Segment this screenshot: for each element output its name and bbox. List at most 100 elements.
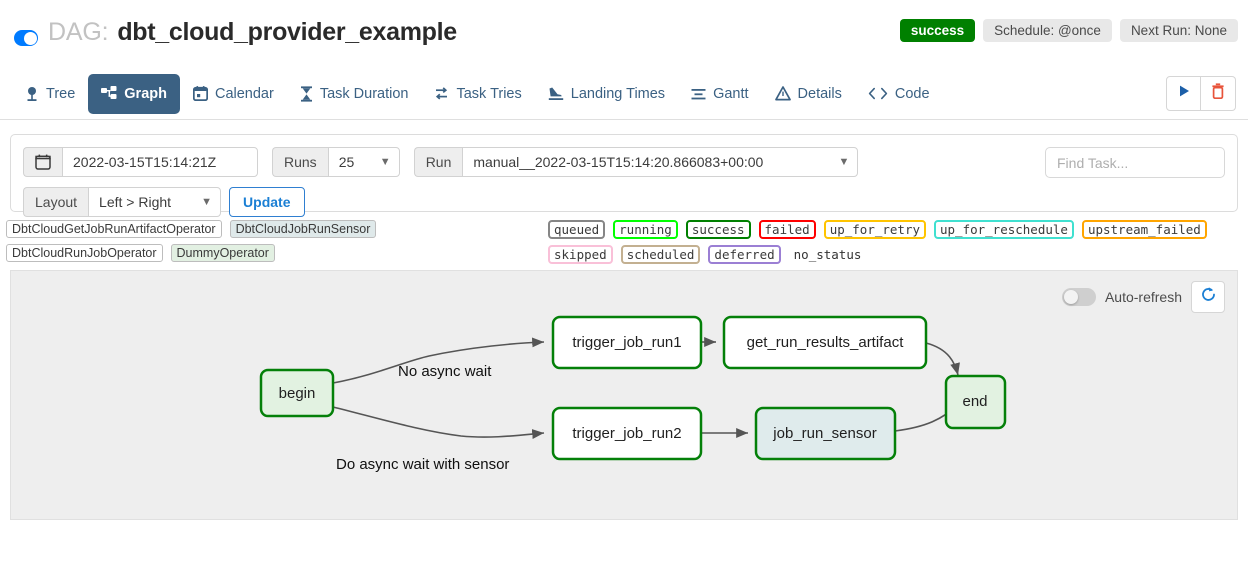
tab-label: Details bbox=[797, 85, 842, 102]
legend-state-scheduled[interactable]: scheduled bbox=[620, 245, 701, 264]
chevron-down-icon: ▼ bbox=[201, 195, 213, 208]
legend-state-upstream-failed[interactable]: upstream_failed bbox=[1081, 220, 1207, 239]
runs-select[interactable]: 25 ▼ bbox=[327, 147, 400, 177]
dag-graph-canvas[interactable]: Auto-refresh No async wait Do async wait… bbox=[10, 270, 1238, 520]
landing-icon bbox=[548, 86, 564, 101]
graph-node-trigger-job-run1[interactable]: trigger_job_run1 bbox=[551, 315, 703, 370]
legend: DbtCloudGetJobRunArtifactOperator DbtClo… bbox=[0, 212, 1248, 268]
graph-node-end[interactable]: end bbox=[944, 374, 1007, 430]
tab-landing-times[interactable]: Landing Times bbox=[535, 74, 678, 114]
legend-state-up-for-retry[interactable]: up_for_retry bbox=[823, 220, 926, 239]
legend-operator[interactable]: DbtCloudGetJobRunArtifactOperator bbox=[6, 220, 222, 238]
status-badge: success bbox=[899, 19, 976, 42]
find-task-input[interactable]: Find Task... bbox=[1045, 147, 1225, 178]
graph-node-get-run-results-artifact[interactable]: get_run_results_artifact bbox=[722, 315, 928, 370]
tab-label: Tree bbox=[46, 85, 76, 102]
tab-task-tries[interactable]: Task Tries bbox=[421, 74, 534, 114]
graph-icon bbox=[101, 86, 117, 101]
tab-graph[interactable]: Graph bbox=[88, 73, 180, 114]
edge-artifact-to-end bbox=[925, 342, 960, 376]
tab-task-duration[interactable]: Task Duration bbox=[287, 74, 422, 114]
legend-state-no-status: no_status bbox=[793, 247, 862, 262]
dag-label: DAG: bbox=[48, 18, 109, 46]
tree-icon bbox=[25, 86, 39, 102]
node-label: begin bbox=[279, 385, 316, 402]
filter-panel: 2022-03-15T15:14:21Z Runs 25 ▼ Run manua… bbox=[10, 134, 1238, 217]
tab-label: Code bbox=[894, 85, 930, 102]
next-run-badge: Next Run: None bbox=[1119, 19, 1238, 42]
gantt-icon bbox=[691, 87, 706, 101]
legend-state-running[interactable]: running bbox=[613, 220, 678, 239]
legend-state-skipped[interactable]: skipped bbox=[548, 245, 613, 264]
runs-value: 25 bbox=[338, 154, 355, 170]
tab-calendar[interactable]: Calendar bbox=[180, 74, 287, 114]
legend-state-failed[interactable]: failed bbox=[758, 220, 816, 239]
edge-label-do-async-wait: Do async wait with sensor bbox=[336, 456, 509, 473]
tab-gantt[interactable]: Gantt bbox=[678, 74, 761, 114]
refresh-icon bbox=[1200, 286, 1217, 308]
chevron-down-icon: ▼ bbox=[838, 155, 850, 168]
legend-operator[interactable]: DummyOperator bbox=[170, 244, 275, 262]
run-select[interactable]: manual__2022-03-15T15:14:20.866083+00:00… bbox=[462, 147, 859, 177]
layout-select[interactable]: Left > Right ▼ bbox=[88, 187, 222, 217]
legend-state-success[interactable]: success bbox=[685, 220, 751, 239]
warning-triangle-icon bbox=[774, 86, 791, 101]
tab-details[interactable]: Details bbox=[762, 74, 855, 114]
trigger-dag-button[interactable] bbox=[1166, 76, 1201, 111]
tab-code[interactable]: Code bbox=[855, 74, 943, 114]
state-legend: queued running success failed up_for_ret… bbox=[548, 220, 1248, 264]
header-badges: success Schedule: @once Next Run: None bbox=[899, 19, 1238, 42]
base-date-group: 2022-03-15T15:14:21Z bbox=[23, 147, 258, 177]
dag-actions bbox=[1166, 76, 1236, 111]
code-brackets-icon bbox=[868, 87, 888, 100]
tab-label: Task Tries bbox=[456, 85, 522, 102]
tab-tree[interactable]: Tree bbox=[12, 74, 88, 114]
base-date-input[interactable]: 2022-03-15T15:14:21Z bbox=[62, 147, 258, 177]
page-header: DAG: dbt_cloud_provider_example success … bbox=[0, 0, 1248, 68]
layout-value: Left > Right bbox=[99, 194, 172, 210]
chevron-down-icon: ▼ bbox=[379, 155, 391, 168]
graph-svg: No async wait Do async wait with sensor … bbox=[259, 315, 1007, 473]
graph-node-job-run-sensor[interactable]: job_run_sensor bbox=[754, 406, 897, 461]
delete-dag-button[interactable] bbox=[1201, 76, 1236, 111]
play-icon bbox=[1177, 84, 1191, 103]
tab-label: Task Duration bbox=[319, 85, 409, 102]
view-tabs: Tree Graph Calendar Task Duration Task T… bbox=[0, 68, 1248, 120]
run-group: Run manual__2022-03-15T15:14:20.866083+0… bbox=[413, 147, 859, 177]
trash-icon bbox=[1211, 83, 1225, 104]
legend-operator[interactable]: DbtCloudRunJobOperator bbox=[6, 244, 163, 262]
runs-label: Runs bbox=[272, 147, 328, 177]
legend-operator[interactable]: DbtCloudJobRunSensor bbox=[229, 220, 377, 238]
runs-group: Runs 25 ▼ bbox=[272, 147, 400, 177]
tab-label: Gantt bbox=[713, 85, 749, 102]
tab-label: Graph bbox=[124, 85, 167, 102]
retry-icon bbox=[434, 86, 449, 101]
refresh-button[interactable] bbox=[1191, 281, 1225, 313]
graph-node-trigger-job-run2[interactable]: trigger_job_run2 bbox=[551, 406, 703, 461]
page-title: DAG: dbt_cloud_provider_example bbox=[48, 18, 457, 47]
dag-name: dbt_cloud_provider_example bbox=[117, 18, 457, 46]
tab-label: Calendar bbox=[214, 85, 274, 102]
graph-toolbar: Auto-refresh bbox=[1061, 281, 1225, 313]
dag-paused-toggle[interactable] bbox=[14, 30, 38, 46]
update-button[interactable]: Update bbox=[229, 187, 305, 217]
legend-state-queued[interactable]: queued bbox=[548, 220, 606, 239]
run-label: Run bbox=[413, 147, 463, 177]
auto-refresh-toggle[interactable] bbox=[1061, 288, 1096, 306]
filter-row-bottom: Layout Left > Right ▼ Update bbox=[23, 187, 1225, 217]
schedule-badge[interactable]: Schedule: @once bbox=[983, 19, 1112, 42]
legend-state-up-for-reschedule[interactable]: up_for_reschedule bbox=[934, 220, 1074, 239]
graph-node-begin[interactable]: begin bbox=[259, 368, 335, 418]
edge-begin-to-trigger2 bbox=[332, 406, 545, 439]
calendar-icon[interactable] bbox=[23, 147, 62, 177]
node-label: trigger_job_run2 bbox=[572, 425, 681, 442]
legend-state-deferred[interactable]: deferred bbox=[708, 245, 781, 264]
node-label: job_run_sensor bbox=[772, 425, 876, 442]
filter-row-top: 2022-03-15T15:14:21Z Runs 25 ▼ Run manua… bbox=[23, 147, 1225, 177]
hourglass-icon bbox=[300, 85, 313, 102]
calendar-icon bbox=[192, 86, 208, 101]
run-value: manual__2022-03-15T15:14:20.866083+00:00 bbox=[473, 154, 764, 170]
edge-begin-to-trigger1 bbox=[332, 337, 545, 384]
layout-group: Layout Left > Right ▼ bbox=[23, 187, 222, 217]
edge-label-no-async-wait: No async wait bbox=[398, 363, 492, 380]
